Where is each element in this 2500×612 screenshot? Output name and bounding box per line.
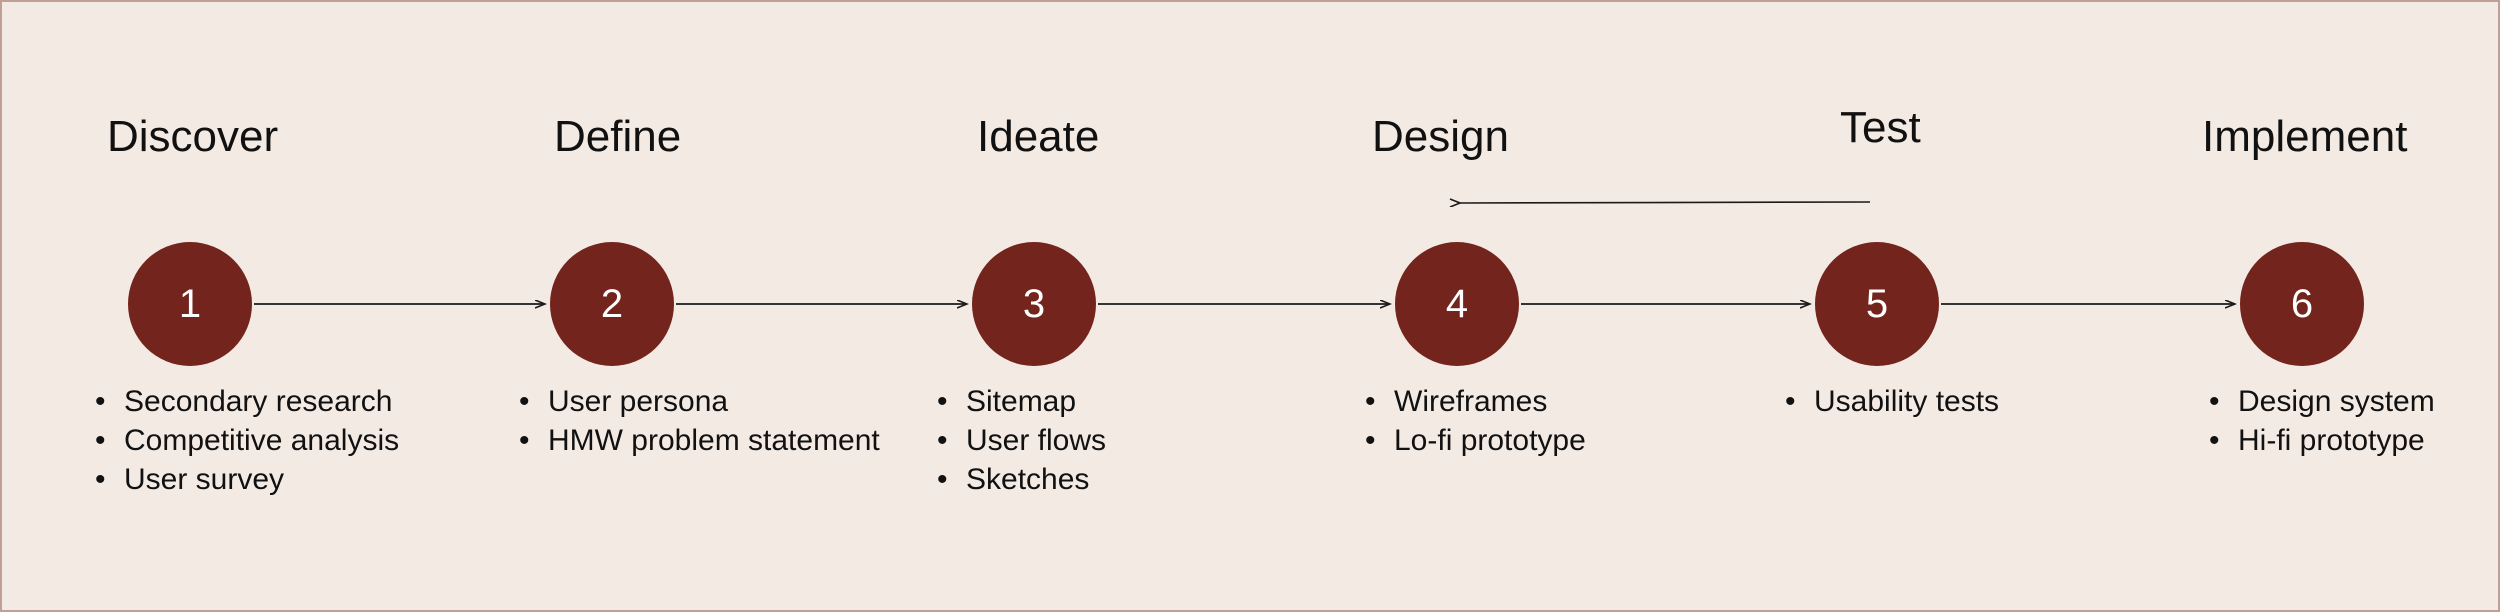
stage-title-discover: Discover xyxy=(107,112,279,161)
list-item: Lo-fi prototype xyxy=(1365,421,1586,460)
list-item: Secondary research xyxy=(95,382,399,421)
node-circle-2[interactable]: 2 xyxy=(550,242,674,366)
bullet-list-implement: Design system Hi-fi prototype xyxy=(2209,382,2435,460)
list-item: Competitive analysis xyxy=(95,421,399,460)
list-item: User persona xyxy=(519,382,880,421)
list-item: User survey xyxy=(95,460,399,499)
list-item: Sketches xyxy=(937,460,1106,499)
node-number-4: 4 xyxy=(1445,282,1469,326)
node-number-6: 6 xyxy=(2290,282,2314,326)
node-number-2: 2 xyxy=(600,282,624,326)
node-circle-5[interactable]: 5 xyxy=(1815,242,1939,366)
node-number-1: 1 xyxy=(178,282,202,326)
bullet-list-define: User persona HMW problem statement xyxy=(519,382,880,460)
list-item: Design system xyxy=(2209,382,2435,421)
node-circle-1[interactable]: 1 xyxy=(128,242,252,366)
bullet-list-ideate: Sitemap User flows Sketches xyxy=(937,382,1106,499)
list-item: User flows xyxy=(937,421,1106,460)
node-number-3: 3 xyxy=(1022,282,1046,326)
bullet-list-discover: Secondary research Competitive analysis … xyxy=(95,382,399,499)
list-item: Wireframes xyxy=(1365,382,1586,421)
node-circle-3[interactable]: 3 xyxy=(972,242,1096,366)
list-item: HMW problem statement xyxy=(519,421,880,460)
stage-title-ideate: Ideate xyxy=(977,112,1100,161)
node-circle-4[interactable]: 4 xyxy=(1395,242,1519,366)
list-item: Usability tests xyxy=(1785,382,1999,421)
bullet-list-test: Usability tests xyxy=(1785,382,1999,421)
stage-title-test: Test xyxy=(1840,103,1921,152)
stage-title-define: Define xyxy=(554,112,682,161)
node-number-5: 5 xyxy=(1865,282,1889,326)
bullet-list-design: Wireframes Lo-fi prototype xyxy=(1365,382,1586,460)
stage-title-design: Design xyxy=(1372,112,1509,161)
list-item: Sitemap xyxy=(937,382,1106,421)
stage-title-implement: Implement xyxy=(2202,112,2408,161)
node-circle-6[interactable]: 6 xyxy=(2240,242,2364,366)
list-item: Hi-fi prototype xyxy=(2209,421,2435,460)
feedback-arrow-test-to-design xyxy=(1460,202,1871,203)
